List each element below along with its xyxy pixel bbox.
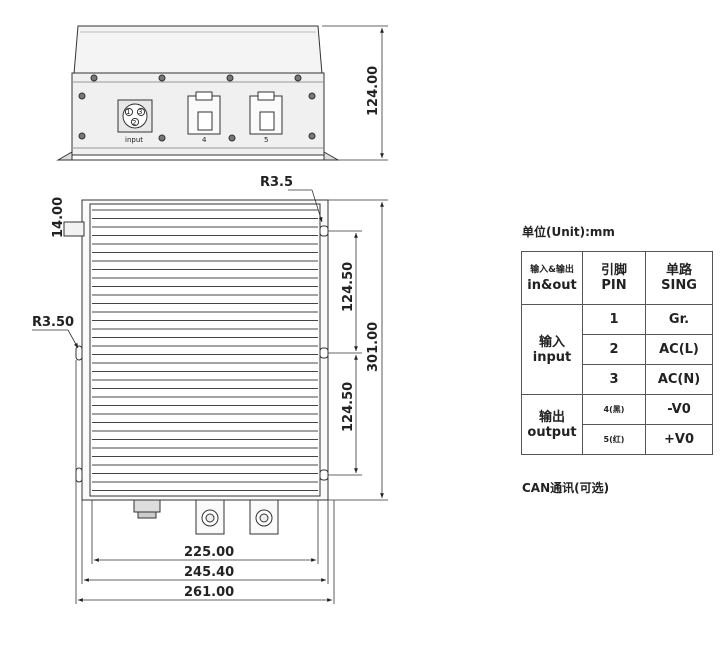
output-group-cell: 输出 output [521,394,583,455]
table-header-row: 输入&输出 in&out 引脚 PIN 单路 SING [521,251,713,305]
width-dim-3: 261.00 [184,585,234,600]
plan-height-dim: 301.00 [366,322,381,372]
output-terminal-5 [249,91,283,135]
segment-dim-2: 124.50 [341,382,356,432]
connector-pin-label: 1 [126,108,130,116]
header-pin-en: PIN [601,278,627,293]
bottom-input-connector [133,499,161,519]
callout-r35 [288,189,323,223]
pin-cell: 5(红) [582,424,646,455]
screw-icon [78,74,316,142]
table-row: 输入 input 1 Gr. [521,304,713,395]
bottom-terminal-5 [249,499,279,535]
bottom-terminal-4 [195,499,225,535]
callout-r350 [32,329,79,349]
header-sing-cn: 单路 [665,263,692,278]
heat-sink-fins [92,209,318,491]
connector-pin-label: 3 [138,108,142,116]
connector-label-5: 5 [264,136,268,144]
signal-cell: AC(L) [645,334,713,365]
input-group-en: input [532,349,572,365]
header-inout-cn: 输入&输出 [530,265,574,275]
signal-cell: Gr. [645,304,713,335]
table-row: 3 AC(N) [522,364,713,395]
pin-cell: 2 [582,334,646,365]
connector-pin-label: 2 [132,119,136,127]
pin-cell: 1 [582,304,646,335]
pin-cell: 4(黑) [582,394,646,425]
input-group-cn: 输入 [538,334,565,350]
width-dim-2: 245.40 [184,565,234,580]
output-group-en: output [527,424,577,440]
header-sing-en: SING [661,278,697,293]
pin-cell: 3 [582,364,646,395]
header-pin-cn: 引脚 [600,263,627,278]
connector-label-4: 4 [202,136,207,144]
table-row: 2 AC(L) [522,334,713,365]
dim-front-height: 124.00 [366,66,381,116]
front-view [56,25,340,161]
output-terminal-4 [187,91,221,135]
input-connector [117,99,153,133]
header-sing: 单路 SING [645,251,713,305]
table-row: 5(红) +V0 [522,424,713,455]
table-row: 输出 output 4(黑) -V0 [521,394,713,455]
header-pin: 引脚 PIN [582,251,646,305]
signal-cell: AC(N) [645,364,713,395]
header-inout: 输入&输出 in&out [521,251,583,305]
pin-table: 输入&输出 in&out 引脚 PIN 单路 SING 输入 input 1 G… [521,251,713,455]
dim-line-front-height [322,25,388,161]
dim-lines-bottom [75,360,335,604]
dim-lines-right [328,199,388,501]
hole-radius-label: R3.50 [32,315,74,330]
segment-dim-1: 124.50 [341,262,356,312]
output-group-cn: 输出 [538,409,565,425]
edge-offset-dim: 14.00 [51,197,66,238]
signal-cell: -V0 [645,394,713,425]
width-dim-1: 225.00 [184,545,234,560]
plan-view [63,199,329,535]
header-inout-en: in&out [527,278,577,293]
corner-radius-label: R3.5 [260,175,293,190]
input-group-cell: 输入 input [521,304,583,395]
signal-cell: +V0 [645,424,713,455]
can-footnote: CAN通讯(可选) [522,481,610,495]
connector-label-input: input [125,136,143,144]
unit-label: 单位(Unit):mm [522,225,615,239]
